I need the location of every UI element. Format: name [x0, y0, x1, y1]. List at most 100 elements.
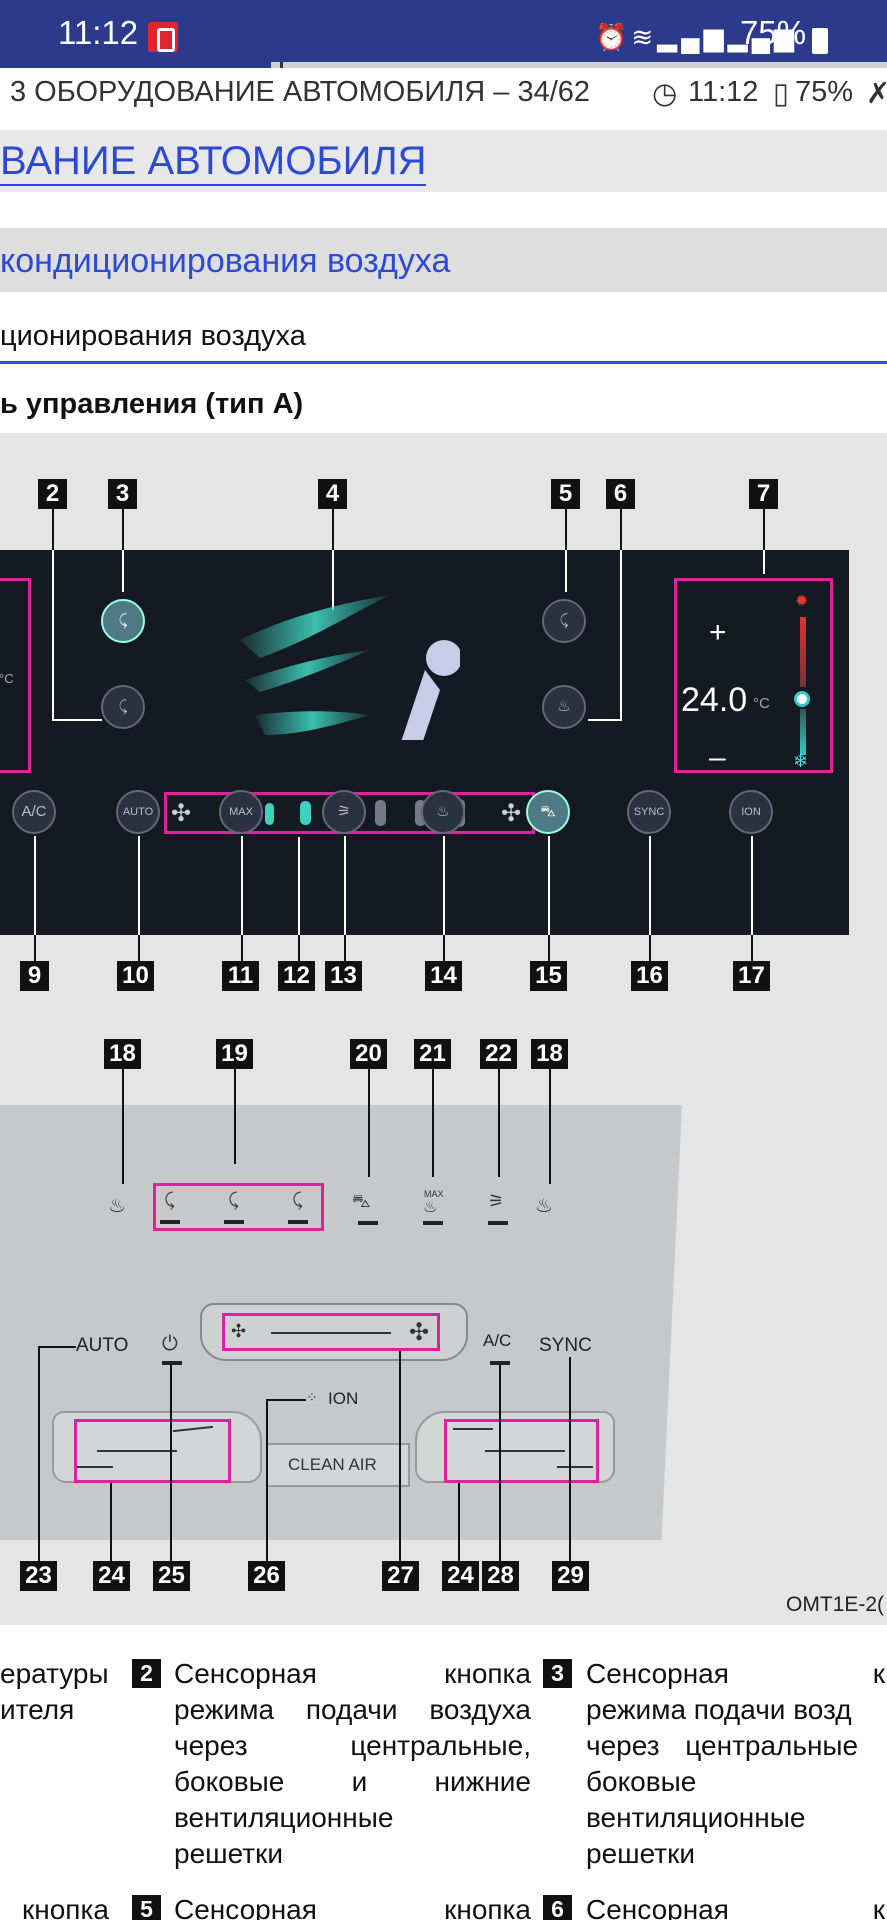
snowflake-icon: ❄ — [793, 751, 809, 771]
ion-button[interactable]: ION — [729, 790, 773, 834]
leader-line — [565, 550, 567, 592]
mode-button-windshield-feet[interactable]: ♨ — [542, 685, 586, 729]
leader-line — [332, 550, 334, 610]
callout-27: 27 — [382, 1561, 419, 1591]
description-line: Сенсорная кно — [586, 1894, 887, 1920]
rear-defrost-icon[interactable]: ⚞ — [488, 1191, 505, 1211]
leader-line — [432, 1069, 434, 1177]
seat-heater-icon[interactable]: ♨ — [108, 1195, 126, 1217]
temp-up-button[interactable]: + — [709, 616, 727, 649]
fan-high-icon: ✣ — [409, 1319, 430, 1346]
tools-icon[interactable]: ✗ — [866, 78, 887, 110]
temperature-value: 24.0 — [681, 681, 748, 719]
leader-line — [443, 935, 445, 961]
callout-18-right: 18 — [531, 1039, 568, 1069]
section-heading-link[interactable]: ВАНИЕ АВТОМОБИЛЯ — [0, 139, 427, 186]
rocker-line — [97, 1450, 177, 1452]
recirculation-button[interactable]: ⛍ — [526, 790, 570, 834]
subsection-heading-link[interactable]: кондиционирования воздуха — [0, 242, 451, 280]
leader-line — [548, 935, 550, 961]
leader-line — [569, 1357, 571, 1561]
status-icons: ⏰≋▂▄▆▂▄▆ — [595, 22, 798, 53]
fan-slider-track — [271, 1332, 391, 1334]
windshield-mode-button[interactable]: ♨ — [421, 790, 465, 834]
sync-button-label[interactable]: SYNC — [539, 1335, 592, 1356]
description-line: решетки — [174, 1838, 283, 1869]
seat-heater-icon[interactable]: ♨ — [535, 1195, 553, 1217]
chapter-info: 3 ОБОРУДОВАНИЕ АВТОМОБИЛЯ – 34/62 — [10, 76, 591, 108]
max-defrost-label: MAX — [424, 1189, 444, 1199]
control-panel-figure: 2 3 4 5 6 7 °C ⤹ ⤹ ⤹ ♨ — [0, 433, 887, 1625]
description-line: ителя — [0, 1694, 75, 1725]
rocker-line — [557, 1466, 593, 1468]
description-line: ературы — [0, 1658, 109, 1689]
defrost-seat-icon: ♨ — [557, 698, 571, 715]
left-temperature-rocker[interactable] — [74, 1419, 231, 1483]
callout-26: 26 — [248, 1561, 285, 1591]
indicator-line — [160, 1220, 180, 1224]
auto-button-label[interactable]: AUTO — [76, 1335, 129, 1356]
ac-button-label[interactable]: A/C — [483, 1331, 512, 1350]
item-3-number: 3 — [543, 1659, 572, 1688]
item-6-description: Сенсорная кно — [586, 1892, 887, 1920]
temp-slider-warm[interactable] — [800, 617, 806, 687]
rear-defrost-button[interactable]: ⚞ — [322, 790, 366, 834]
leader-line — [498, 1069, 500, 1177]
status-bar: 11:12 ⏰≋▂▄▆▂▄▆ 75% — [0, 0, 887, 62]
ion-button-label[interactable]: ION — [328, 1389, 359, 1408]
battery-icon: ▯ — [773, 78, 789, 110]
clock-icon: ◷ — [652, 78, 678, 110]
leader-line — [298, 837, 300, 935]
section-heading[interactable]: ВАНИЕ АВТОМОБИЛЯ — [0, 130, 887, 192]
defrost-icon[interactable]: ♨ — [423, 1199, 438, 1216]
temp-slider-cool[interactable] — [800, 709, 806, 755]
leader-line — [122, 509, 124, 550]
seat-airflow-icon: ⤹ — [292, 1190, 303, 1210]
airflow-mode-buttons-box[interactable]: ⤹ ⤹ ⤹ — [153, 1183, 324, 1231]
progress-marker — [280, 62, 283, 68]
fan-low-icon: ✣ — [171, 800, 192, 827]
callout-18: 18 — [104, 1039, 141, 1069]
fan-speed-slider[interactable]: ✣ ✣ — [222, 1313, 440, 1351]
description-line: вентиляционные — [174, 1802, 394, 1833]
reading-progress-bar[interactable] — [0, 62, 887, 68]
auto-button[interactable]: AUTO — [116, 790, 160, 834]
item-5-number: 5 — [132, 1895, 161, 1920]
temp-slider-knob[interactable] — [794, 691, 810, 707]
callout-4: 4 — [318, 479, 347, 509]
mode-button-face-feet[interactable]: ⤹ — [101, 685, 145, 729]
leader-line — [332, 509, 334, 550]
leader-line — [344, 935, 346, 961]
clean-air-button[interactable]: CLEAN AIR — [266, 1443, 410, 1487]
rocker-line — [453, 1428, 493, 1430]
status-time: 11:12 — [58, 14, 139, 51]
rocker-line — [173, 1425, 213, 1433]
left-temperature-box[interactable]: °C — [0, 578, 31, 773]
mode-button-feet[interactable]: ⤹ — [542, 599, 586, 643]
leader-line — [368, 1069, 370, 1177]
leader-line — [763, 509, 765, 550]
max-defrost-button[interactable]: MAX — [219, 790, 263, 834]
seat-airflow-icon: ⤹ — [228, 1190, 239, 1210]
leader-line — [649, 935, 651, 961]
subsection-heading[interactable]: кондиционирования воздуха — [0, 228, 887, 292]
reader-battery: 75% — [795, 76, 854, 108]
callout-5: 5 — [551, 479, 580, 509]
signal-icon: ▂▄▆ — [727, 22, 799, 52]
power-icon[interactable]: ⏻ — [162, 1333, 178, 1355]
callout-16: 16 — [631, 961, 668, 991]
fan-level-bar — [265, 803, 274, 825]
leader-line — [443, 836, 445, 935]
sync-button[interactable]: SYNC — [627, 790, 671, 834]
seat-airflow-icon: ⤹ — [118, 612, 128, 629]
callout-15: 15 — [530, 961, 567, 991]
mode-button-face[interactable]: ⤹ — [101, 599, 145, 643]
car-recirculation-icon[interactable]: ⛍ — [352, 1191, 371, 1211]
status-battery: 75% — [740, 14, 807, 51]
temp-down-button[interactable]: – — [709, 741, 726, 774]
leader-line — [649, 836, 651, 935]
ac-button[interactable]: A/C — [12, 790, 56, 834]
leader-line — [52, 719, 102, 721]
fan-high-icon: ✣ — [501, 800, 522, 827]
right-temperature-rocker[interactable] — [444, 1419, 599, 1483]
